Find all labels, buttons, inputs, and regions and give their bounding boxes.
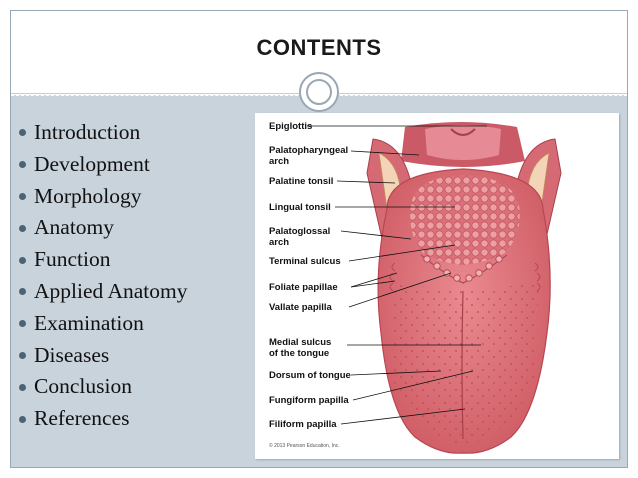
label-medial-sulcus-2: of the tongue [269, 348, 329, 359]
list-item: Examination [19, 308, 249, 340]
list-item: Development [19, 149, 249, 181]
list-item: Morphology [19, 181, 249, 213]
label-palatopharyngeal-arch: Palatopharyngeal [269, 145, 348, 156]
label-medial-sulcus: Medial sulcus [269, 337, 331, 348]
list-item: Anatomy [19, 212, 249, 244]
copyright-text: © 2013 Pearson Education, Inc. [269, 442, 340, 449]
list-item: Conclusion [19, 371, 249, 403]
slide-title: CONTENTS [256, 35, 382, 60]
slide-frame: CONTENTS Introduction Development Morpho… [10, 10, 628, 468]
label-palatine-tonsil: Palatine tonsil [269, 176, 333, 187]
list-item-label: Function [34, 247, 111, 272]
bullet-icon [19, 351, 26, 359]
content-band: Introduction Development Morphology Anat… [11, 95, 627, 467]
list-item: Function [19, 244, 249, 276]
label-foliate-papillae: Foliate papillae [269, 282, 338, 293]
label-lingual-tonsil: Lingual tonsil [269, 202, 331, 213]
bullet-icon [19, 192, 26, 200]
label-fungiform-papilla: Fungiform papilla [269, 395, 349, 406]
list-item-label: Morphology [34, 183, 142, 208]
bullet-icon [19, 161, 26, 169]
bullet-icon [19, 288, 26, 296]
list-item: Applied Anatomy [19, 276, 249, 308]
contents-list: Introduction Development Morphology Anat… [19, 117, 249, 435]
list-item: Introduction [19, 117, 249, 149]
label-palatoglossal-arch-2: arch [269, 237, 289, 248]
label-palatopharyngeal-arch-2: arch [269, 156, 289, 167]
list-item-label: Applied Anatomy [34, 278, 188, 303]
list-item-label: Examination [34, 310, 144, 335]
list-item: References [19, 403, 249, 435]
bullet-icon [19, 256, 26, 264]
label-epiglottis: Epiglottis [269, 121, 312, 132]
label-terminal-sulcus: Terminal sulcus [269, 256, 341, 267]
list-item: Diseases [19, 340, 249, 372]
tongue-anatomy-figure: Epiglottis Palatopharyngeal arch Palatin… [255, 113, 619, 459]
list-item-label: Diseases [34, 342, 110, 367]
bullet-icon [19, 320, 26, 328]
bullet-icon [19, 415, 26, 423]
list-item-label: Introduction [34, 120, 141, 144]
list-item-label: Conclusion [34, 374, 132, 399]
tongue-illustration: Epiglottis Palatopharyngeal arch Palatin… [269, 121, 562, 454]
label-filiform-papilla: Filiform papilla [269, 419, 337, 430]
label-palatoglossal-arch: Palatoglossal [269, 226, 330, 237]
list-item-label: Anatomy [34, 215, 115, 240]
bullet-icon [19, 383, 26, 391]
label-dorsum-of-tongue: Dorsum of tongue [269, 370, 351, 381]
list-item-label: References [34, 406, 130, 431]
bullet-icon [19, 129, 26, 137]
circle-ornament [299, 72, 339, 112]
list-item-label: Development [34, 151, 150, 176]
label-vallate-papilla: Vallate papilla [269, 302, 333, 313]
bullet-icon [19, 224, 26, 232]
